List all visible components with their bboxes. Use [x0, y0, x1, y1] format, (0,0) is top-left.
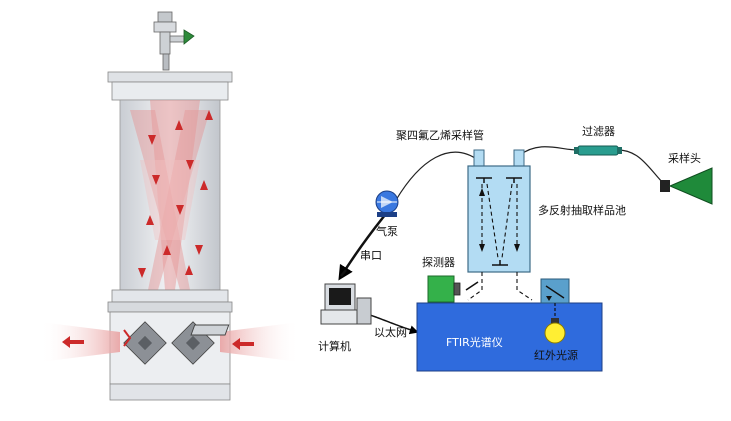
ptfe-tube-left	[395, 151, 479, 201]
serial-port-label: 串口	[360, 249, 382, 262]
ethernet-label: 以太网	[374, 326, 407, 339]
multipass-sample-cell	[467, 149, 533, 301]
computer-icon	[190, 283, 372, 336]
sampling-head-icon	[660, 167, 713, 205]
valve-icon	[153, 11, 195, 71]
ir-source-label: 红外光源	[534, 349, 578, 362]
ptfe-tube-label: 聚四氟乙烯采样管	[396, 129, 484, 142]
detector	[427, 275, 479, 303]
pump-icon	[375, 190, 399, 217]
ptfe-tube-head	[617, 149, 665, 185]
ir-bulb-icon	[544, 318, 566, 344]
filter-label: 过滤器	[582, 125, 615, 138]
computer-label: 计算机	[318, 340, 351, 353]
ir-source-box	[540, 278, 570, 322]
multipass-cell-label: 多反射抽取样品池	[538, 204, 626, 217]
detector-label: 探测器	[422, 256, 455, 269]
gas-cell-illustration	[40, 11, 300, 401]
sampling-head-label: 采样头	[668, 152, 701, 165]
ftir-label: FTIR光谱仪	[446, 336, 503, 349]
filter-icon	[574, 145, 622, 156]
ptfe-tube-right	[519, 146, 579, 156]
pump-label: 气泵	[376, 225, 398, 238]
ftir-spectrometer-body	[416, 302, 603, 372]
